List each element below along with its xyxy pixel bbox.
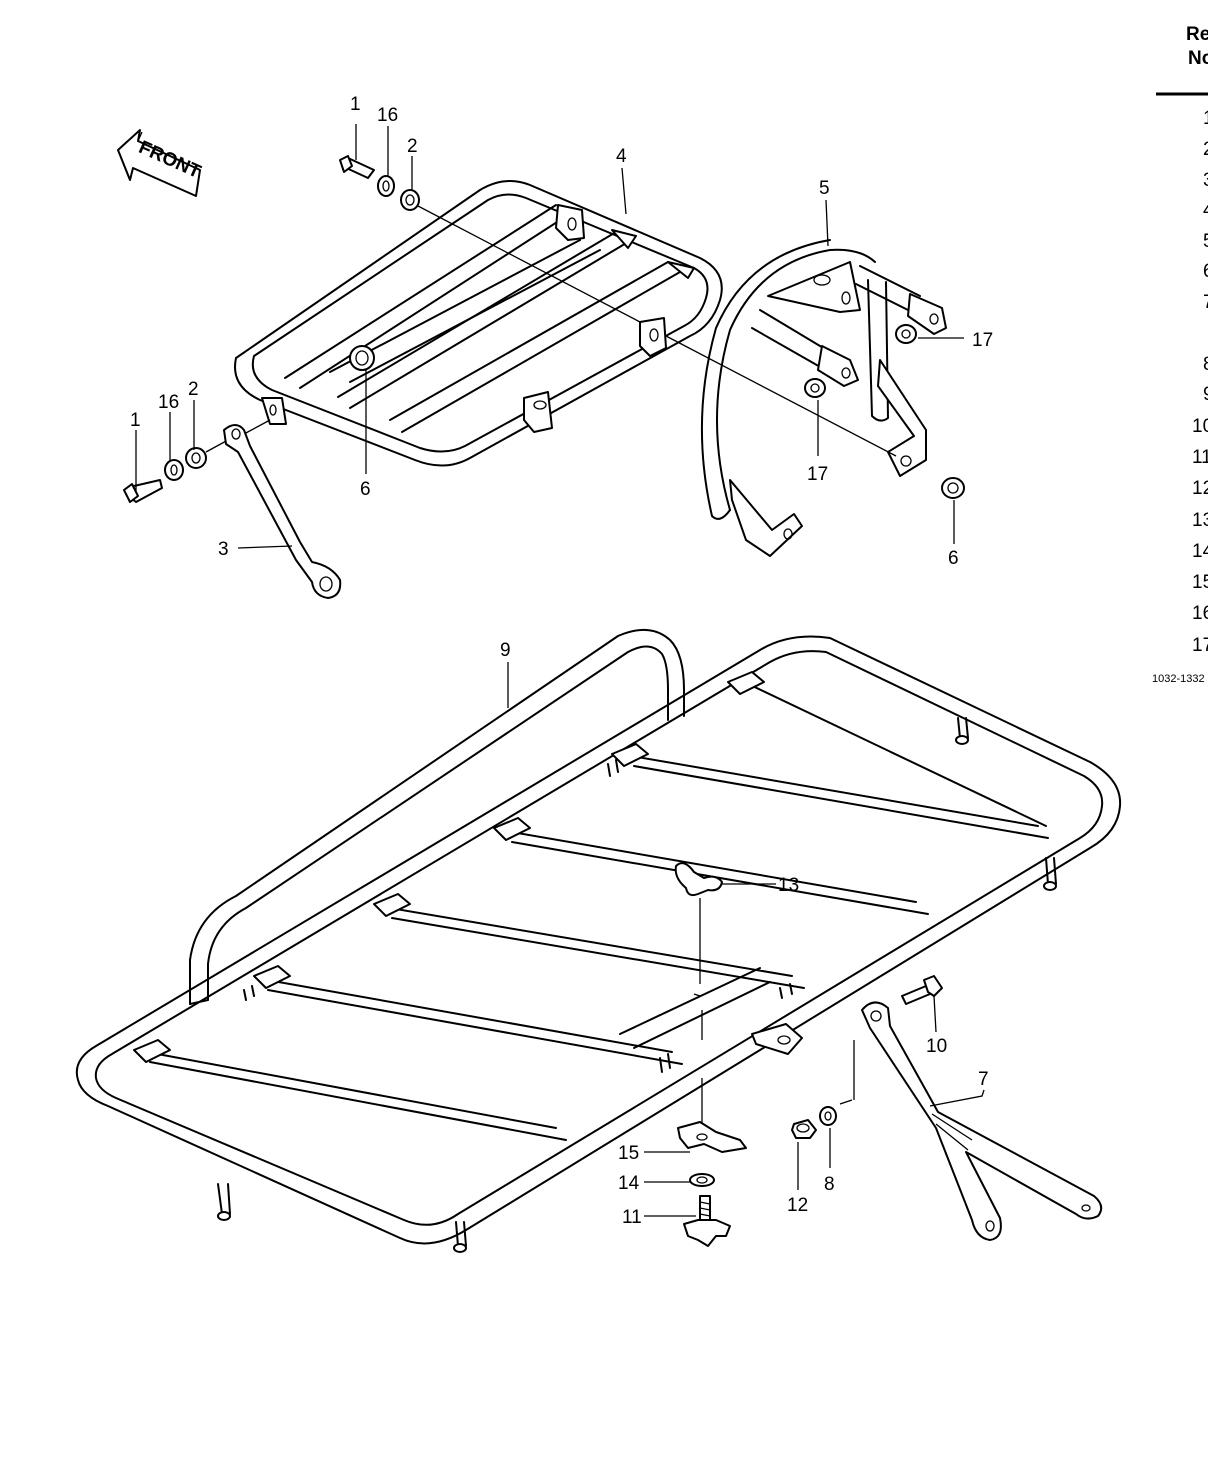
callout-9: 9: [500, 640, 511, 661]
left-stay-hardware: [123, 419, 342, 599]
callout-1-top: 1: [350, 94, 361, 115]
ref-number-row: 17: [1192, 635, 1208, 656]
callout-16-top: 16: [377, 105, 398, 126]
callout-13: 13: [778, 875, 799, 896]
callout-5: 5: [819, 178, 830, 199]
ref-number-column: 1234567891011121314151617: [1192, 108, 1208, 656]
ref-header-line1: Re: [1186, 24, 1208, 45]
ref-number-row: 13: [1192, 510, 1208, 531]
callout-3: 3: [218, 539, 229, 560]
callout-6-left: 6: [360, 479, 371, 500]
ref-number-row: 1: [1203, 108, 1208, 129]
right-stay-hardware: [791, 975, 1103, 1241]
reference-table: Re No 1234567891011121314151617 1032-133…: [1152, 24, 1208, 685]
top-carrier-rack: [234, 180, 723, 467]
ref-number-row: 7: [1203, 292, 1208, 313]
callout-4: 4: [616, 146, 627, 167]
callout-10: 10: [926, 1036, 947, 1057]
carrier-bracket: [700, 239, 965, 557]
ref-number-row: 5: [1203, 231, 1208, 252]
callout-leaders: [135, 124, 985, 1217]
callout-2-left: 2: [188, 379, 199, 400]
ref-number-row: 11: [1192, 447, 1208, 468]
ref-number-row: 16: [1192, 603, 1208, 624]
ref-number-row: 10: [1192, 416, 1208, 437]
callout-15: 15: [618, 1143, 639, 1164]
callout-17-mid: 17: [807, 464, 828, 485]
callout-numbers: 1 16 2 4 5 17 17 6 1 16 2 6 3 9 13 10 7 …: [130, 94, 993, 1228]
callout-7: 7: [978, 1069, 989, 1090]
ref-number-row: 9: [1203, 384, 1208, 405]
callout-11: 11: [622, 1207, 642, 1228]
large-carrier-rack: [75, 629, 1122, 1253]
top-hardware: [339, 155, 897, 457]
ref-number-row: 12: [1192, 478, 1208, 499]
callout-17-right: 17: [972, 330, 993, 351]
ref-number-row: 3: [1203, 170, 1208, 191]
drawing-code: 1032-1332: [1152, 673, 1205, 685]
callout-1-left: 1: [130, 410, 141, 431]
ref-number-row: 2: [1203, 139, 1208, 160]
callout-2-top: 2: [407, 136, 418, 157]
callout-14: 14: [618, 1173, 640, 1194]
ref-header-line2: No: [1188, 48, 1208, 69]
ref-number-row: 14: [1192, 541, 1208, 562]
callout-8: 8: [824, 1174, 835, 1195]
ref-number-row: 6: [1203, 261, 1208, 282]
center-hardware: [674, 862, 747, 1247]
ref-number-row: 15: [1192, 572, 1208, 593]
ref-number-row: 4: [1203, 200, 1208, 221]
callout-12: 12: [787, 1195, 808, 1216]
front-arrow-icon: FRONT: [117, 129, 204, 197]
ref-number-row: 8: [1203, 354, 1208, 375]
callout-16-left: 16: [158, 392, 179, 413]
callout-6-right: 6: [948, 548, 959, 569]
